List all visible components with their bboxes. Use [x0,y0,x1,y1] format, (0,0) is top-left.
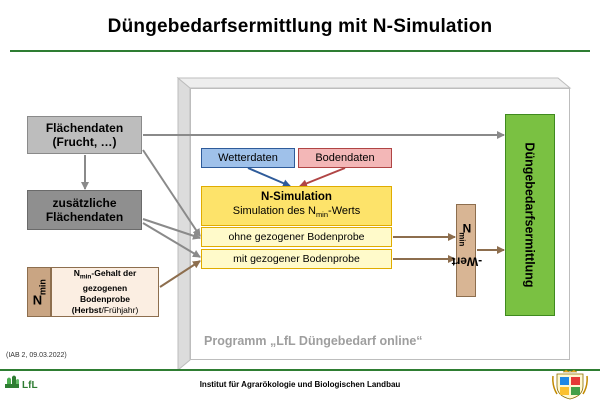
arrow-wetter-to-nsim [247,167,291,187]
n-simulation-title: N-Simulation [261,190,332,203]
nmin-box-line3: Bodenprobe [79,293,131,304]
nmin-gehalt-box: Nmin-Gehalt der gezogenen Bodenprobe (He… [51,267,159,317]
nmin-box-line2: gezogenen [82,282,128,293]
n-simulation-subtitle: Simulation des Nmin-Werts [233,204,360,222]
wetterdaten-box: Wetterdaten [201,148,295,168]
arrow-zusatz-to-row-without [142,218,201,240]
nmin-box-line4-bold: (Herbst [71,304,102,315]
arrow-nmin-to-row-with [159,260,201,288]
institute-name: Institut für Agrarökologie und Biologisc… [199,380,401,389]
source-note: (IAB 2, 09.03.2022) [6,352,67,359]
row-ohne-bodenprobe: ohne gezogener Bodenprobe [201,227,392,247]
row-mit-bodenprobe: mit gezogener Bodenprobe [201,249,392,269]
nmin-tab [27,267,51,317]
nsim-sub-sub: min [315,210,329,220]
arrow-boden-to-nsim [299,167,346,188]
nsim-sub-post: -Werts [328,204,361,217]
nsim-sub-pre: Simulation des N [232,204,316,217]
flaechendaten-box: Flächendaten (Frucht, …) [27,116,142,154]
flaechendaten-line1: Flächendaten [45,121,124,135]
bodendaten-box: Bodendaten [298,148,392,168]
program-label: Programm „LfL Düngebedarf online“ [204,334,423,348]
footer-divider [0,369,600,371]
arrow-zusatz-to-row-with [142,222,201,258]
zusatz-line2: Flächendaten [45,210,124,224]
lfl-logo-text: LfL [22,380,38,391]
nmin-wert-box [456,204,476,297]
n-simulation-box: N-Simulation Simulation des Nmin-Werts [201,186,392,226]
nmin-box-line1-rest: -Gehalt der [91,268,137,279]
arrow-flaechendaten-to-row-without [142,149,201,237]
zusatz-flaechendaten-box: zusätzliche Flächendaten [27,190,142,230]
flaechendaten-line2: (Frucht, …) [52,135,117,149]
program-box-top-side [176,77,572,89]
page-title: Düngebedarfsermittlung mit N-Simulation [107,16,493,37]
duengebedarfsermittlung-box [505,114,555,316]
nmin-box-n: N [73,268,80,279]
zusatz-line1: zusätzliche [52,196,117,210]
nmin-box-sub: min [79,273,92,281]
nmin-box-line4-rest: /Frühjahr) [101,304,139,315]
title-divider [10,50,590,52]
